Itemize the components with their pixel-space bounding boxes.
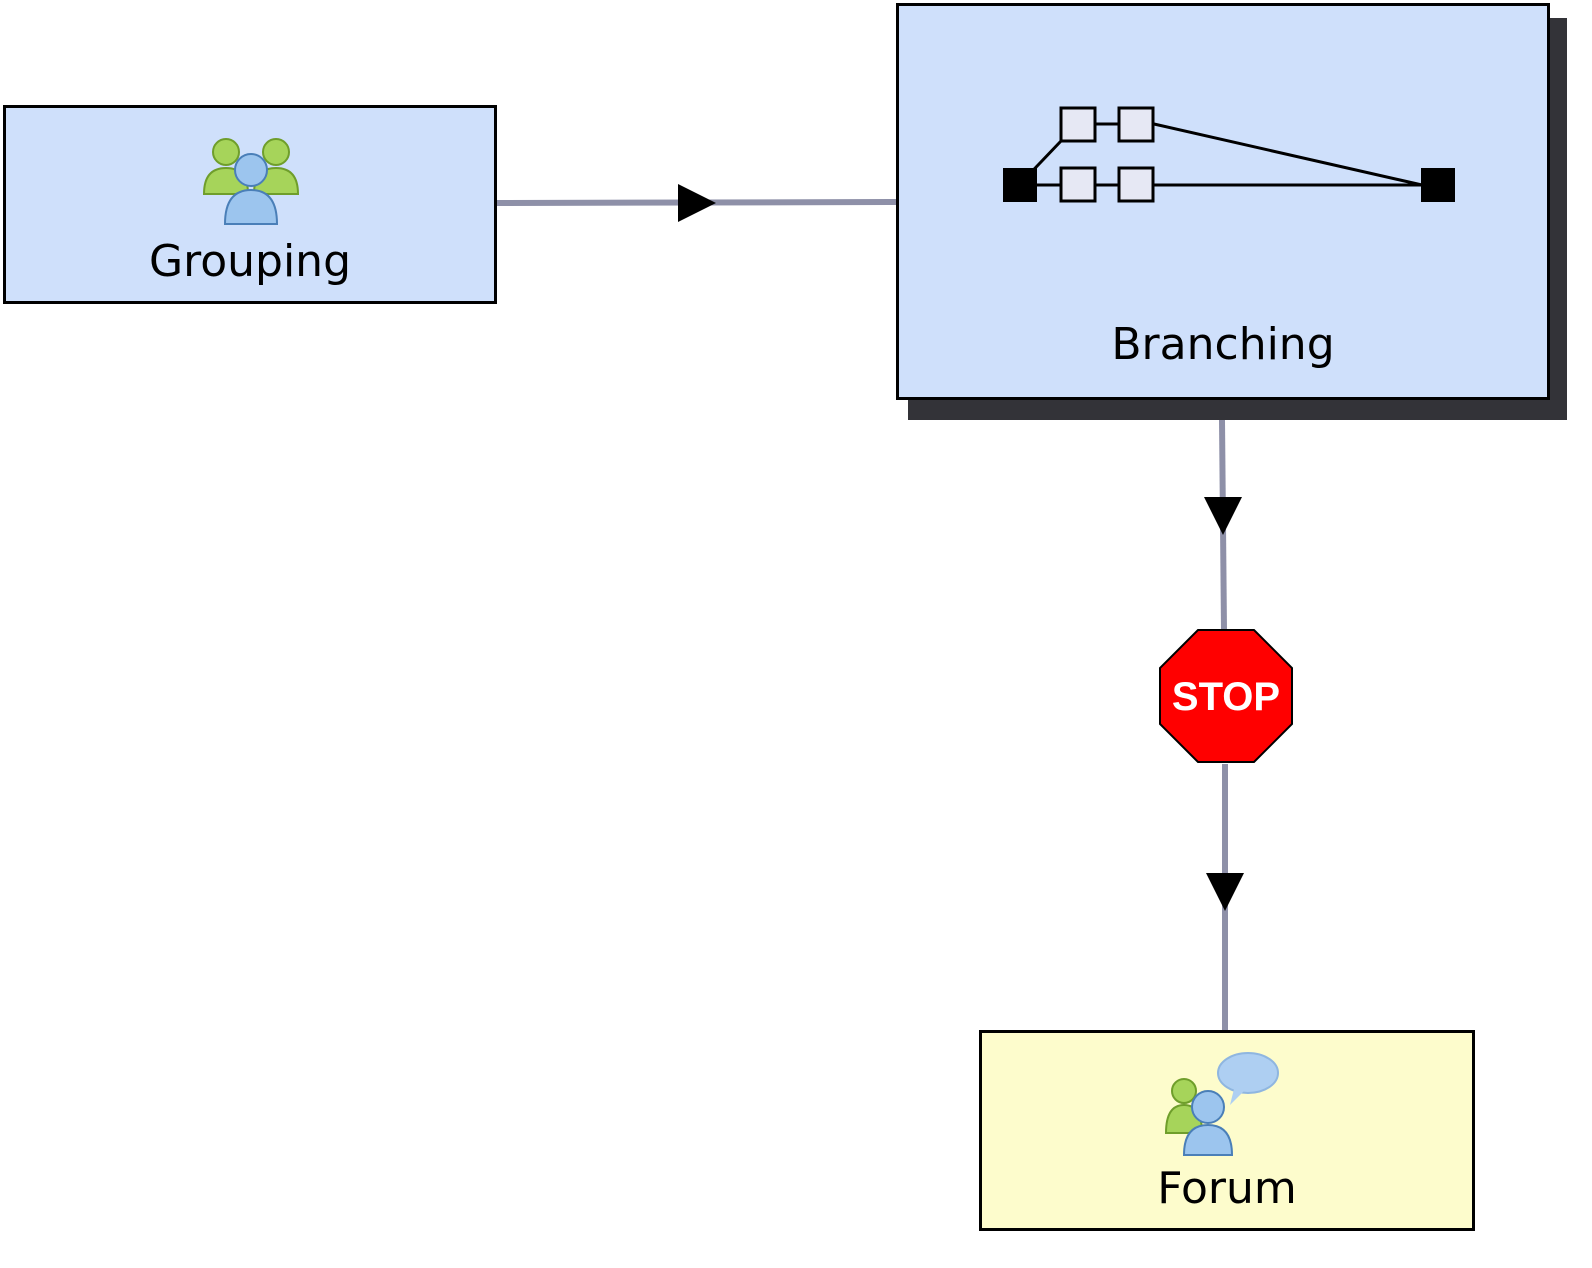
arrowhead-down <box>1204 497 1242 535</box>
branching-label: Branching <box>1111 319 1335 370</box>
branching-activity-node[interactable]: Branching <box>896 3 1550 400</box>
stop-gate-icon[interactable]: STOP <box>1158 628 1294 764</box>
grouping-activity-node[interactable]: Grouping <box>3 105 497 304</box>
branching-flow-icon <box>1003 106 1455 203</box>
stop-gate-label: STOP <box>1172 675 1280 719</box>
group-users-icon <box>202 138 300 225</box>
forum-activity-node[interactable]: Forum <box>979 1030 1475 1231</box>
forum-chat-icon <box>1164 1052 1279 1156</box>
grouping-label: Grouping <box>149 236 351 287</box>
forum-label: Forum <box>1157 1163 1297 1214</box>
arrowhead-right <box>678 184 716 222</box>
arrowhead-down <box>1206 873 1244 911</box>
